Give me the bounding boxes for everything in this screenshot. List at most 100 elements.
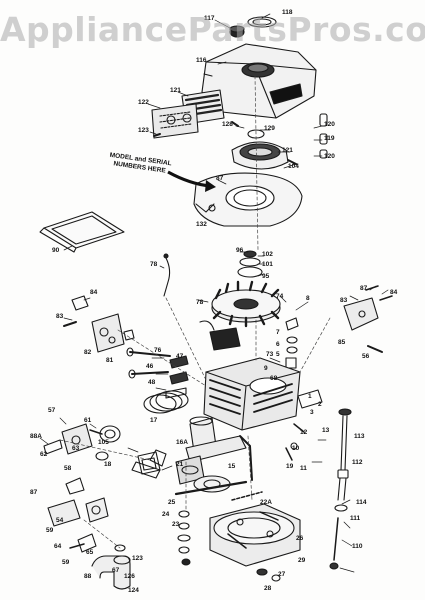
part-number-label: 64: [54, 543, 62, 550]
valve-part: [126, 347, 171, 379]
part-number-label: 10: [292, 445, 300, 452]
part-number-label: 84: [90, 289, 98, 296]
part-number-label: 88A: [30, 433, 42, 440]
fuel-cap-part: [229, 25, 245, 38]
air-filter-element-part: [151, 103, 199, 139]
part-number-label: 114: [356, 499, 367, 506]
carburetor-part: [43, 423, 103, 455]
part-number-label: 129: [264, 125, 275, 132]
part-number-label: 128: [222, 121, 233, 128]
part-number-label: 7: [276, 329, 280, 336]
part-number-label: 12: [300, 429, 308, 436]
part-number-label: 65: [86, 549, 94, 556]
blower-housing-part: [193, 172, 303, 227]
part-number-label: 83: [340, 297, 348, 304]
part-number-label: 24: [162, 511, 170, 518]
fuel-fitting-part: [319, 113, 328, 159]
part-number-label: 68: [270, 375, 278, 382]
part-number-label: 121: [170, 87, 181, 94]
part-number-label: 54: [56, 517, 64, 524]
rewind-starter-part: [231, 141, 297, 170]
part-number-label: 121: [282, 147, 293, 154]
part-number-label: 59: [46, 527, 54, 534]
part-number-label: 56: [362, 353, 370, 360]
part-number-label: 90: [52, 247, 60, 254]
part-number-label: 120: [324, 121, 335, 128]
part-number-label: 9: [264, 365, 268, 372]
part-number-label: 8: [306, 295, 310, 302]
part-number-label: 123: [138, 127, 149, 134]
part-number-label: 46: [146, 363, 154, 370]
part-number-label: 78: [196, 299, 204, 306]
part-number-label: 16A: [176, 439, 188, 446]
part-number-label: 23: [172, 521, 180, 528]
assembly-guide-lines: [59, 75, 331, 549]
part-number-label: 82: [84, 349, 92, 356]
gasket-pair-part: [137, 451, 161, 475]
part-number-label: 83: [56, 313, 64, 320]
part-number-label: 57: [48, 407, 56, 414]
flywheel-part: [211, 280, 281, 328]
muffler-part: [91, 544, 131, 590]
part-number-label: 88: [84, 573, 92, 580]
part-number-label: 28: [264, 585, 272, 592]
primer-part: [95, 451, 109, 461]
part-number-label: 18: [104, 461, 112, 468]
part-number-label: 96: [236, 247, 244, 254]
part-number-label: 87: [216, 175, 224, 182]
part-number-label: 22A: [260, 499, 272, 506]
part-number-label: 29: [298, 557, 306, 564]
oil-sump-base-part: [209, 503, 301, 567]
governor-spring-part: [123, 329, 135, 341]
part-number-label: 27: [278, 571, 286, 578]
carburetor-bracket-part: [63, 295, 125, 353]
part-number-label: 85: [338, 339, 346, 346]
part-number-label: 84: [390, 289, 398, 296]
part-number-label: 67: [112, 567, 120, 574]
part-number-label: 5: [276, 351, 280, 358]
cylinder-block-part: [203, 357, 301, 431]
ignition-module-part: [199, 320, 241, 351]
part-number-label: 59: [62, 559, 70, 566]
part-number-label: 13: [322, 427, 330, 434]
intake-tube-part: [69, 533, 97, 553]
part-number-label: 11: [300, 465, 307, 472]
screw-part: [153, 121, 239, 137]
piston-ring-part: [143, 390, 189, 414]
part-number-label: 62: [40, 451, 48, 458]
head-gasket-part: [297, 389, 323, 409]
part-number-label: 76: [154, 347, 162, 354]
part-number-label: 1: [308, 393, 312, 400]
part-number-label: 48: [148, 379, 156, 386]
part-number-label: 6: [276, 341, 280, 348]
part-number-label: 3: [310, 409, 314, 416]
part-number-label: 113: [354, 433, 365, 440]
part-number-label: 2: [318, 401, 322, 408]
dipstick-part: [329, 408, 352, 570]
governor-bracket-part: [343, 285, 393, 353]
part-number-label: 17: [150, 417, 158, 424]
part-number-label: 117: [204, 15, 215, 22]
part-number-label: 81: [106, 357, 114, 364]
washer-stack-part: [177, 510, 191, 566]
part-number-label: 15: [228, 463, 236, 470]
part-number-label: 95: [262, 273, 270, 280]
gasket-sheet-part: [39, 211, 125, 253]
part-number-label: 73: [266, 351, 274, 358]
part-number-label: 26: [296, 535, 304, 542]
spark-plug-wire-part: [163, 253, 171, 297]
lifter-part: [285, 423, 305, 461]
part-number-label: 116: [196, 57, 207, 64]
part-number-label: 111: [350, 515, 361, 522]
fuel-tank-cover-part: [201, 43, 317, 119]
leader-lines: [39, 13, 389, 573]
part-number-label: 132: [196, 221, 207, 228]
part-number-label: 61: [84, 417, 92, 424]
part-number-label: 126: [124, 573, 135, 580]
part-number-label: 101: [262, 261, 273, 268]
part-number-label: 63: [72, 445, 80, 452]
part-number-label: 110: [352, 543, 363, 550]
part-number-label: 19: [286, 463, 294, 470]
